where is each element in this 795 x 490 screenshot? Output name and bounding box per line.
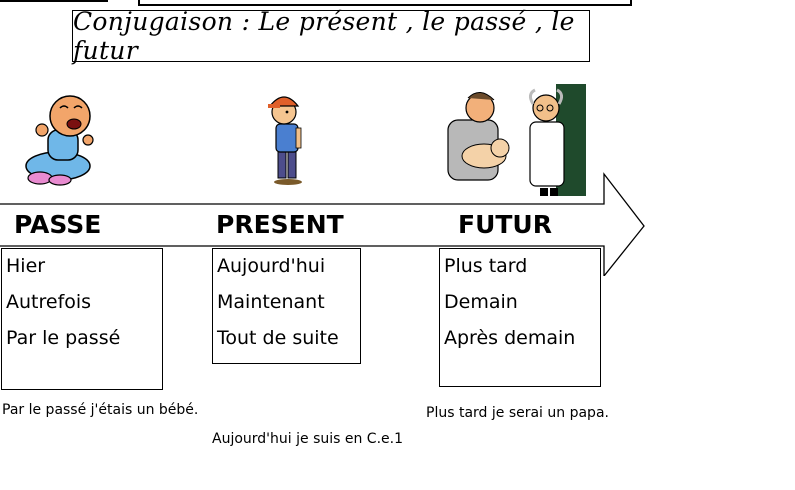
futur-word-2: Demain [444,291,518,313]
heading-passe: PASSE [14,210,102,239]
top-decorative-line [0,0,108,2]
timeline-arrow [0,172,645,276]
futur-word-3: Après demain [444,327,576,349]
baby-illustration [25,95,94,186]
father-and-doctor-illustration [447,84,586,196]
page-title: Conjugaison : Le présent , le passé , le… [73,7,575,65]
top-decorative-frame [138,0,632,6]
present-word-1: Aujourd'hui [217,255,326,277]
futur-word-box: Plus tard Demain Après demain [439,248,601,387]
present-sentence: Aujourd'hui je suis en C.e.1 [212,431,403,447]
passe-sentence: Par le passé j'étais un bébé. [2,402,199,418]
futur-word-1: Plus tard [444,255,528,277]
passe-word-2: Autrefois [6,291,92,313]
present-word-3: Tout de suite [217,327,339,349]
present-word-box: Aujourd'hui Maintenant Tout de suite [212,248,361,364]
present-word-2: Maintenant [217,291,325,313]
passe-word-3: Par le passé [6,327,121,349]
passe-word-box: Hier Autrefois Par le passé [1,248,163,390]
passe-word-1: Hier [6,255,46,277]
title-box: Conjugaison : Le présent , le passé , le… [72,7,590,65]
futur-sentence: Plus tard je serai un papa. [426,405,609,421]
heading-futur: FUTUR [458,210,552,239]
heading-present: PRESENT [216,210,344,239]
boy-illustration [268,96,302,185]
